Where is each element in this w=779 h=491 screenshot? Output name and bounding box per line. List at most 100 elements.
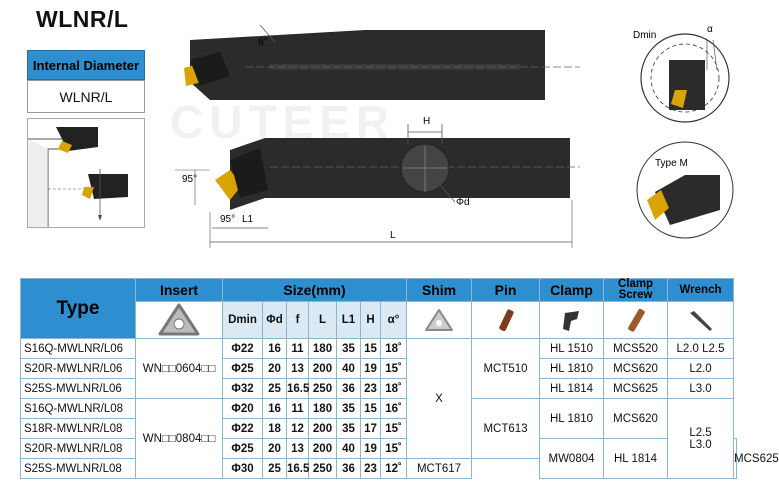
screw-image [603, 301, 669, 339]
sub-f: f [286, 301, 309, 339]
cell-f: 13 [286, 358, 309, 379]
table-row: S20R-MWLNR/L06 Φ25 20 13 200 40 19 15˚ H… [20, 358, 737, 379]
cell-h: 15 [360, 398, 381, 419]
table-row: S16Q-MWLNR/L08 WN□□0804□□ Φ20 16 11 180 … [20, 398, 737, 479]
header-type: Type [20, 278, 136, 339]
cell-d: 25 [262, 458, 287, 479]
cell-a: 15˚ [379, 358, 408, 379]
angle-95b-label: 95° [220, 214, 235, 225]
pin-613: MCT613 [471, 398, 541, 459]
cell-a: 15˚ [379, 418, 408, 439]
cell-a: 15˚ [379, 438, 408, 459]
header-shim: Shim [406, 278, 473, 302]
cell-a: 18˚ [379, 378, 408, 399]
sub-d: Φd [262, 301, 287, 339]
shim-x: X [406, 338, 473, 459]
cell-screw: MCS620 [603, 358, 669, 379]
cell-l: 180 [308, 338, 337, 359]
pin-510: MCT510 [471, 338, 541, 399]
type-m-label: Type M [655, 158, 688, 169]
cell-l: 250 [308, 458, 337, 479]
table-row: S20R-MWLNR/L08 Φ25 20 13 200 40 19 15˚ M… [20, 438, 779, 479]
cell-l1: 40 [336, 358, 361, 379]
cell-f: 12 [286, 418, 309, 439]
sub-h: H [360, 301, 381, 339]
wrench-image [667, 301, 735, 339]
cell-dmin: Φ20 [222, 398, 263, 419]
cell-l1: 35 [336, 338, 361, 359]
header-pin: Pin [471, 278, 541, 302]
wrench-l30: L3.0 [689, 438, 712, 451]
insert-image [135, 301, 223, 339]
cell-f: 11 [286, 338, 309, 359]
cell-type: S18R-MWLNR/L08 [20, 418, 136, 439]
pin-617: MCT617 [406, 458, 473, 479]
clamp-icon [562, 311, 579, 331]
dim-d-label: Φd [456, 197, 470, 208]
cell-l1: 35 [336, 418, 361, 439]
cell-screw: MCS625 [733, 438, 779, 479]
header-insert: Insert [135, 278, 223, 302]
detail-drawings: Dmin α Type M [633, 24, 734, 239]
cell-l1: 36 [336, 458, 361, 479]
dim-l-label: L [390, 230, 396, 241]
table-row: S16Q-MWLNR/L06 WN□□0604□□ Φ22 16 11 180 … [20, 338, 737, 459]
section-label: Internal Diameter [27, 50, 145, 80]
cell-dmin: Φ25 [222, 438, 263, 459]
cell-l: 200 [308, 438, 337, 459]
cell-dmin: Φ22 [222, 338, 263, 359]
cell-h: 23 [360, 378, 381, 399]
cell-f: 13 [286, 438, 309, 459]
cell-l: 200 [308, 358, 337, 379]
sub-l1: L1 [336, 301, 361, 339]
sub-l: L [308, 301, 337, 339]
cell-l: 200 [308, 418, 337, 439]
bore-sketch [27, 118, 145, 228]
angle-95a-label: 95° [182, 174, 197, 185]
insert-06: WN□□0604□□ [135, 338, 223, 399]
cell-d: 25 [262, 378, 287, 399]
cell-a: 18˚ [379, 338, 408, 359]
cell-clamp: HL 1814 [539, 378, 605, 399]
clamp-image [539, 301, 605, 339]
cell-type: S16Q-MWLNR/L08 [20, 398, 136, 419]
cell-f: 16.5 [286, 378, 309, 399]
cell-l: 250 [308, 378, 337, 399]
cell-clamp: HL 1810 [539, 358, 605, 379]
tool-drawing: 6° H Φd 95° 95° L1 L [175, 24, 580, 248]
header-clamp: Clamp [539, 278, 605, 302]
header-clamp-screw: Clamp Screw [603, 278, 669, 302]
cell-type: S20R-MWLNR/L08 [20, 438, 136, 459]
pin-image [471, 301, 541, 339]
cell-d: 18 [262, 418, 287, 439]
cell-h: 19 [360, 438, 381, 459]
shim-image [406, 301, 473, 339]
insert-icon [158, 303, 200, 336]
cell-type: S20R-MWLNR/L06 [20, 358, 136, 379]
shim-mw: MW0804 [539, 438, 605, 479]
cell-wrench: L3.0 [667, 378, 735, 399]
cell-clamp: HL 1810 [539, 398, 605, 439]
header-size: Size(mm) [221, 278, 408, 302]
cell-clamp: HL 1510 [539, 338, 605, 359]
sub-dmin: Dmin [222, 301, 263, 339]
pin-icon [498, 309, 514, 332]
sub-label: WLNR/L [27, 80, 145, 113]
cell-f: 16.5 [286, 458, 309, 479]
cell-d: 20 [262, 438, 287, 459]
screw-icon [627, 308, 645, 332]
dim-l1-label: L1 [242, 214, 254, 225]
cell-f: 11 [286, 398, 309, 419]
dim-h-label: H [423, 116, 430, 127]
shim-icon [425, 309, 454, 331]
table-row: S25S-MWLNR/L08 Φ30 25 16.5 250 36 23 12˚… [20, 458, 737, 479]
cell-l: 180 [308, 398, 337, 419]
cell-dmin: Φ32 [222, 378, 263, 399]
cell-type: S25S-MWLNR/L08 [20, 458, 136, 479]
cell-dmin: Φ30 [222, 458, 263, 479]
header-wrench: Wrench [667, 278, 735, 302]
dmin-label: Dmin [633, 30, 656, 41]
cell-type: S16Q-MWLNR/L06 [20, 338, 136, 359]
cell-dmin: Φ25 [222, 358, 263, 379]
